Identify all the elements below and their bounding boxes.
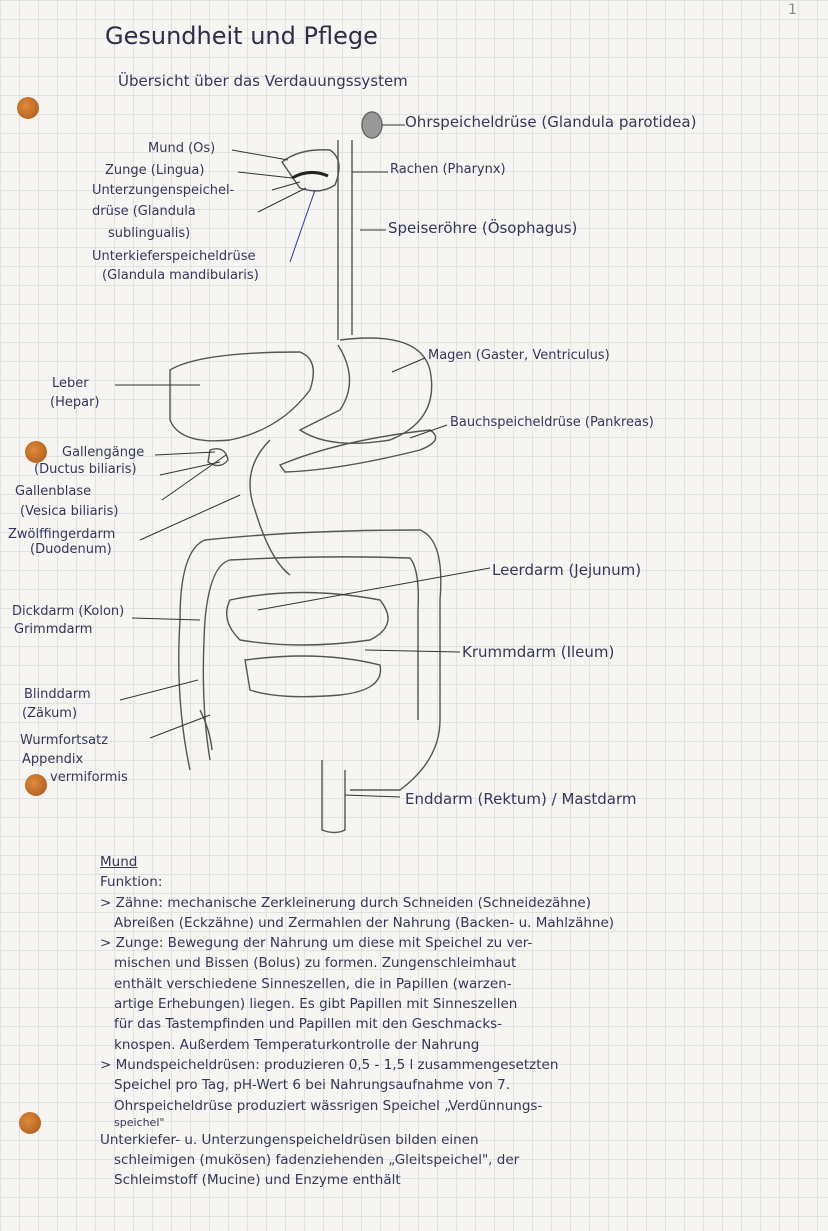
label-appendix-2: Appendix [22,752,84,767]
notes-subheading: Funktion: [100,874,163,891]
liver-shape [169,351,314,442]
esophagus-shape [337,140,353,340]
notes-line: für das Tastempfinden und Papillen mit d… [114,1016,503,1033]
small-intestine-shape [226,591,389,646]
label-duodenum-1: Zwölffingerdarm [8,527,116,542]
label-stomach: Magen (Gaster, Ventriculus) [428,348,610,363]
notes-line: schleimigen (mukösen) fadenziehenden „Gl… [114,1152,520,1169]
rectum-shape [321,760,346,834]
label-appendix-1: Wurmfortsatz [20,733,109,748]
label-cecum-1: Blinddarm [24,687,91,702]
notes-line: speichel" [114,1115,165,1129]
label-jejunum: Leerdarm (Jejunum) [492,561,642,579]
label-sublingual-gland-2: drüse (Glandula [92,204,196,219]
duodenum-shape [249,439,291,576]
punch-hole [25,441,47,463]
page-title: Gesundheit und Pflege [105,22,378,50]
digestive-system-diagram [115,111,491,834]
label-pharynx: Rachen (Pharynx) [390,162,506,177]
label-cecum-2: (Zäkum) [22,706,78,721]
page-number: 1 [788,2,797,18]
label-mandibular-gland-2: (Glandula mandibularis) [102,268,259,283]
notes-line: enthält verschiedene Sinneszellen, die i… [114,975,512,992]
notes-line: > Zunge: Bewegung der Nahrung um diese m… [100,935,533,952]
page-subtitle: Übersicht über das Verdauungssystem [118,72,408,90]
appendix-shape [199,709,213,751]
label-esophagus: Speiseröhre (Ösophagus) [388,219,578,237]
label-bile-ducts-1: Gallengänge [62,445,145,460]
label-mandibular-gland-1: Unterkieferspeicheldrüse [92,249,256,264]
leader-lines [115,124,491,798]
label-liver-2: (Hepar) [50,395,100,410]
notes-line: knospen. Außerdem Temperaturkontrolle de… [114,1036,480,1053]
punch-hole [17,97,39,119]
label-tongue: Zunge (Lingua) [105,163,205,178]
notes-heading: Mund [100,854,138,870]
notes-line: Unterkiefer- u. Unterzungenspeicheldrüse… [100,1131,479,1148]
label-liver-1: Leber [52,376,89,391]
label-appendix-3: vermiformis [50,770,128,785]
label-parotid-gland: Ohrspeicheldrüse (Glandula parotidea) [405,113,697,131]
label-pancreas: Bauchspeicheldrüse (Pankreas) [450,415,654,430]
label-gallbladder-1: Gallenblase [15,484,92,499]
parotid-gland-shape [361,111,383,139]
notes-line: Abreißen (Eckzähne) und Zermahlen der Na… [114,914,615,931]
pancreas-shape [278,429,437,473]
colon-inner-shape [202,556,420,761]
notes-line: Schleimstoff (Mucine) und Enzyme enthält [114,1172,401,1189]
notes-line: > Zähne: mechanische Zerkleinerung durch… [100,894,591,911]
punch-hole [25,774,47,796]
gallbladder-shape [207,448,229,467]
notes-line: > Mundspeicheldrüsen: produzieren 0,5 - … [100,1056,559,1073]
colon-shape [178,529,442,791]
label-ileum: Krummdarm (Ileum) [462,643,615,661]
label-sublingual-gland-1: Unterzungenspeichel- [92,183,235,198]
label-gallbladder-2: (Vesica biliaris) [20,504,119,519]
ileum-shape [244,655,382,698]
label-duodenum-2: (Duodenum) [30,542,112,557]
notes-text: Mund Funktion: > Zähne: mechanische Zerk… [100,852,800,1191]
label-rectum: Enddarm (Rektum) / Mastdarm [405,790,637,808]
label-sublingual-gland-3: sublingualis) [108,226,191,241]
stomach-shape [298,337,433,444]
label-colon-2: Grimmdarm [14,622,93,637]
notes-line: Speichel pro Tag, pH-Wert 6 bei Nahrungs… [114,1077,511,1094]
punch-hole [19,1112,41,1134]
label-bile-ducts-2: (Ductus biliaris) [34,462,137,477]
notes-line: Ohrspeicheldrüse produziert wässrigen Sp… [114,1097,543,1114]
notes-line: mischen und Bissen (Bolus) zu formen. Zu… [114,955,517,972]
tongue-shape [291,171,329,180]
label-colon-1: Dickdarm (Kolon) [12,604,125,619]
notes-line: artige Erhebungen) liegen. Es gibt Papil… [114,996,518,1013]
label-mouth: Mund (Os) [148,141,216,156]
